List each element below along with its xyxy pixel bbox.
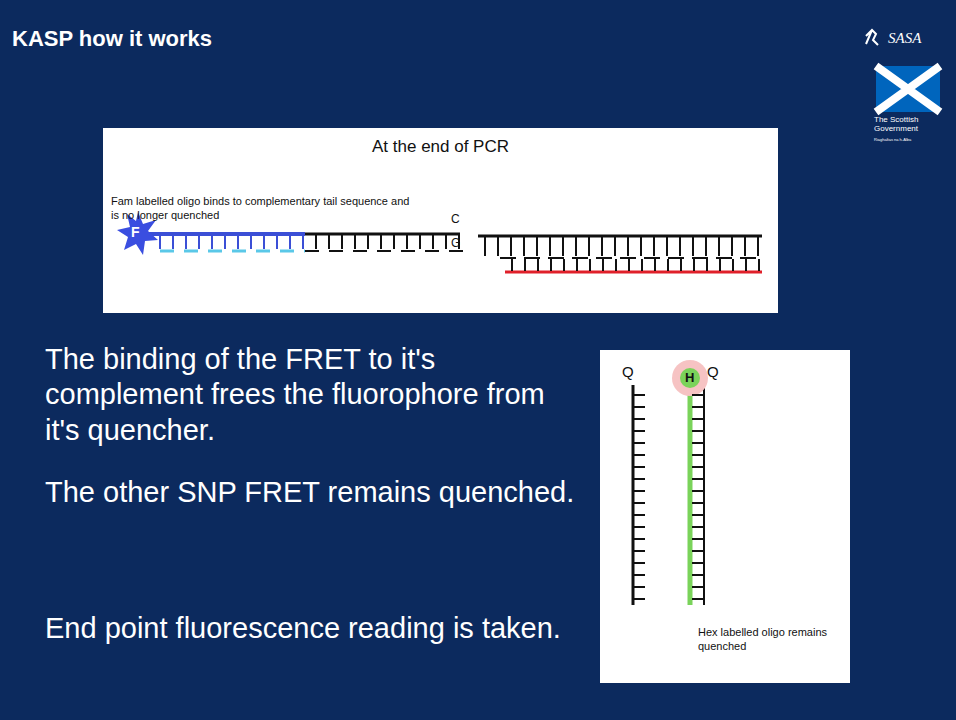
hex-panel: Hex labelled oligo remains quenched	[600, 350, 850, 683]
saltire-cross	[876, 66, 940, 112]
saltire-flag	[876, 66, 940, 112]
dna-duplex	[140, 234, 762, 272]
slide-title: KASP how it works	[12, 26, 212, 52]
body-text: The binding of the FRET to it's compleme…	[45, 342, 585, 448]
hex-letter: H	[685, 370, 694, 385]
logo-text: SASA	[888, 30, 921, 47]
body-text: The other SNP FRET remains quenched.	[45, 475, 585, 510]
right-panel	[600, 350, 850, 683]
fluorophore-letter: F	[131, 224, 140, 240]
base-letter: G	[451, 236, 460, 250]
sasa-figure	[866, 30, 878, 45]
base-letter: C	[451, 212, 460, 226]
body-text: End point fluorescence reading is taken.	[45, 611, 585, 646]
quencher-letter: Q	[622, 363, 634, 380]
logo-text: The Scottish Government	[874, 116, 944, 134]
top-panel	[103, 128, 778, 313]
fret-cassette	[633, 360, 708, 605]
pcr-end-panel: At the end of PCR Fam labelled oligo bind…	[103, 128, 778, 313]
panel-caption: Hex labelled oligo remains quenched	[698, 626, 843, 654]
panel-heading: At the end of PCR	[103, 137, 778, 157]
logo-text: Riaghaltas na h-Alba	[874, 137, 949, 142]
panel-caption: Fam labelled oligo binds to complementar…	[111, 195, 411, 223]
quencher-letter: Q	[707, 363, 719, 380]
